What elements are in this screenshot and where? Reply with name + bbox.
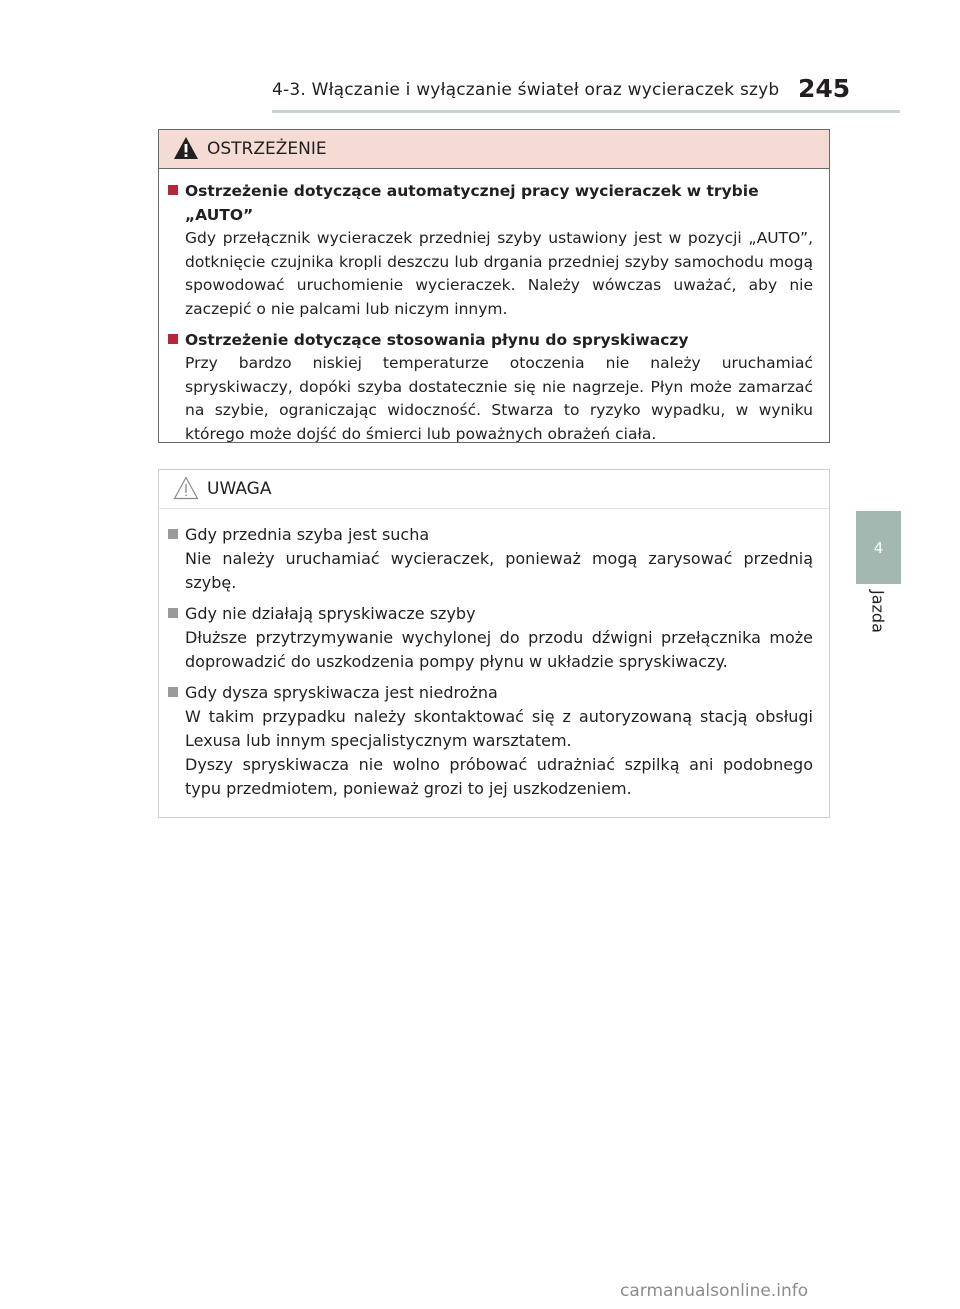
- caution-outline-icon: [173, 476, 201, 502]
- warning-triangle-icon: [173, 136, 201, 162]
- item-heading: Gdy dysza spryskiwacza jest niedrożna: [168, 681, 813, 705]
- warning-box: OSTRZEŻENIE Ostrzeżenie dotyczące automa…: [158, 129, 830, 443]
- section-title: 4-3. Włączanie i wyłączanie świateł oraz…: [272, 80, 780, 100]
- chapter-label: Jazda: [868, 590, 888, 633]
- chapter-tab: 4: [856, 511, 901, 584]
- item-text: Gdy przełącznik wycieraczek przedniej sz…: [185, 229, 813, 318]
- notice-title: UWAGA: [207, 479, 272, 499]
- warning-title: OSTRZEŻENIE: [207, 139, 327, 159]
- square-bullet-icon: [168, 334, 178, 344]
- item-text: Nie należy uruchamiać wycieraczek, ponie…: [185, 549, 813, 592]
- notice-box: UWAGA Gdy przednia szyba jest sucha Nie …: [158, 469, 830, 818]
- list-item: Gdy przednia szyba jest sucha Nie należy…: [168, 523, 813, 595]
- item-text: Dłuższe przytrzymywanie wychylonej do pr…: [185, 628, 813, 671]
- item-heading: Gdy przednia szyba jest sucha: [168, 523, 813, 547]
- header-divider: [272, 110, 900, 113]
- list-item: Gdy nie działają spryskiwacze szyby Dłuż…: [168, 602, 813, 674]
- page-number: 245: [798, 74, 851, 103]
- notice-body: Gdy przednia szyba jest sucha Nie należy…: [159, 509, 829, 801]
- item-text: Dyszy spryskiwacza nie wolno próbować ud…: [185, 755, 813, 798]
- list-item: Ostrzeżenie dotyczące automatycznej prac…: [168, 179, 813, 321]
- square-bullet-icon: [168, 529, 178, 539]
- square-bullet-icon: [168, 608, 178, 618]
- watermark-link[interactable]: carmanualsonline.info: [620, 1281, 809, 1301]
- list-item: Ostrzeżenie dotyczące stosowania płynu d…: [168, 328, 813, 446]
- warning-header: OSTRZEŻENIE: [159, 130, 829, 169]
- item-heading: Gdy nie działają spryskiwacze szyby: [168, 602, 813, 626]
- item-heading: Ostrzeżenie dotyczące automatycznej prac…: [168, 179, 813, 227]
- list-item: Gdy dysza spryskiwacza jest niedrożna W …: [168, 681, 813, 801]
- item-heading: Ostrzeżenie dotyczące stosowania płynu d…: [168, 328, 813, 352]
- square-bullet-icon: [168, 687, 178, 697]
- notice-header: UWAGA: [159, 470, 829, 509]
- chapter-number: 4: [873, 538, 884, 557]
- item-text: Przy bardzo niskiej temperaturze otoczen…: [185, 354, 813, 443]
- item-text: W takim przypadku należy skontaktować si…: [185, 707, 813, 750]
- warning-body: Ostrzeżenie dotyczące automatycznej prac…: [159, 169, 829, 446]
- square-bullet-icon: [168, 185, 178, 195]
